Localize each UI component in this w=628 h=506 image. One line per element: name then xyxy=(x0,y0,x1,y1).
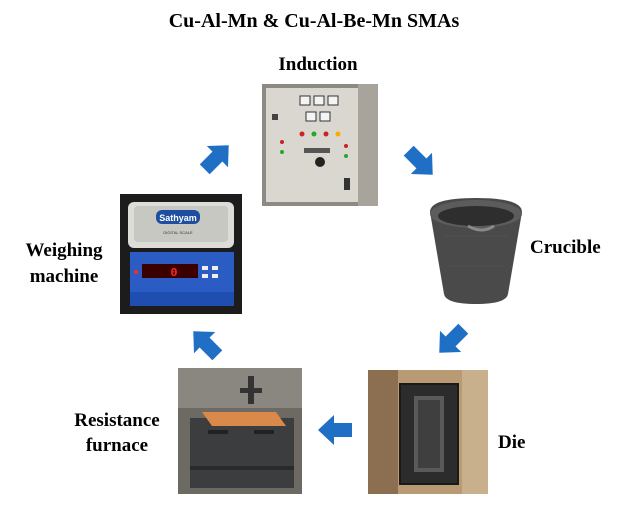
label-die: Die xyxy=(498,432,526,453)
weighing-machine-photo: Sathyam DIGITAL SCALE 0 xyxy=(120,194,242,314)
block-arrow-icon xyxy=(318,415,352,445)
die-photo xyxy=(368,370,488,494)
block-arrow-icon xyxy=(398,140,444,186)
label-resistance-line2: furnace xyxy=(85,435,149,456)
block-arrow-icon xyxy=(428,318,474,364)
scale-display: 0 xyxy=(170,266,177,280)
block-arrow-icon xyxy=(182,320,228,366)
panel-face xyxy=(266,88,370,202)
label-resistance-line1: Resistance xyxy=(74,410,160,431)
block-arrow-icon xyxy=(194,134,240,180)
induction-panel-photo xyxy=(262,84,378,206)
diagram-title: Cu-Al-Mn & Cu-Al-Be-Mn SMAs xyxy=(168,10,460,32)
label-weighing-machine: Weighing machine xyxy=(8,238,120,290)
label-induction: Induction xyxy=(278,54,358,75)
scale-subtitle: DIGITAL SCALE xyxy=(163,230,193,235)
label-resistance-furnace: Resistance furnace xyxy=(58,408,176,458)
furnace-plate xyxy=(202,412,286,426)
label-weighing-line1: Weighing xyxy=(25,240,103,261)
scale-brand: Sathyam xyxy=(159,213,197,223)
analog-meter-icon xyxy=(299,95,339,122)
label-crucible: Crucible xyxy=(530,237,601,258)
resistance-furnace-photo xyxy=(178,368,302,494)
crucible-photo xyxy=(424,196,528,306)
label-weighing-line2: machine xyxy=(29,266,99,287)
